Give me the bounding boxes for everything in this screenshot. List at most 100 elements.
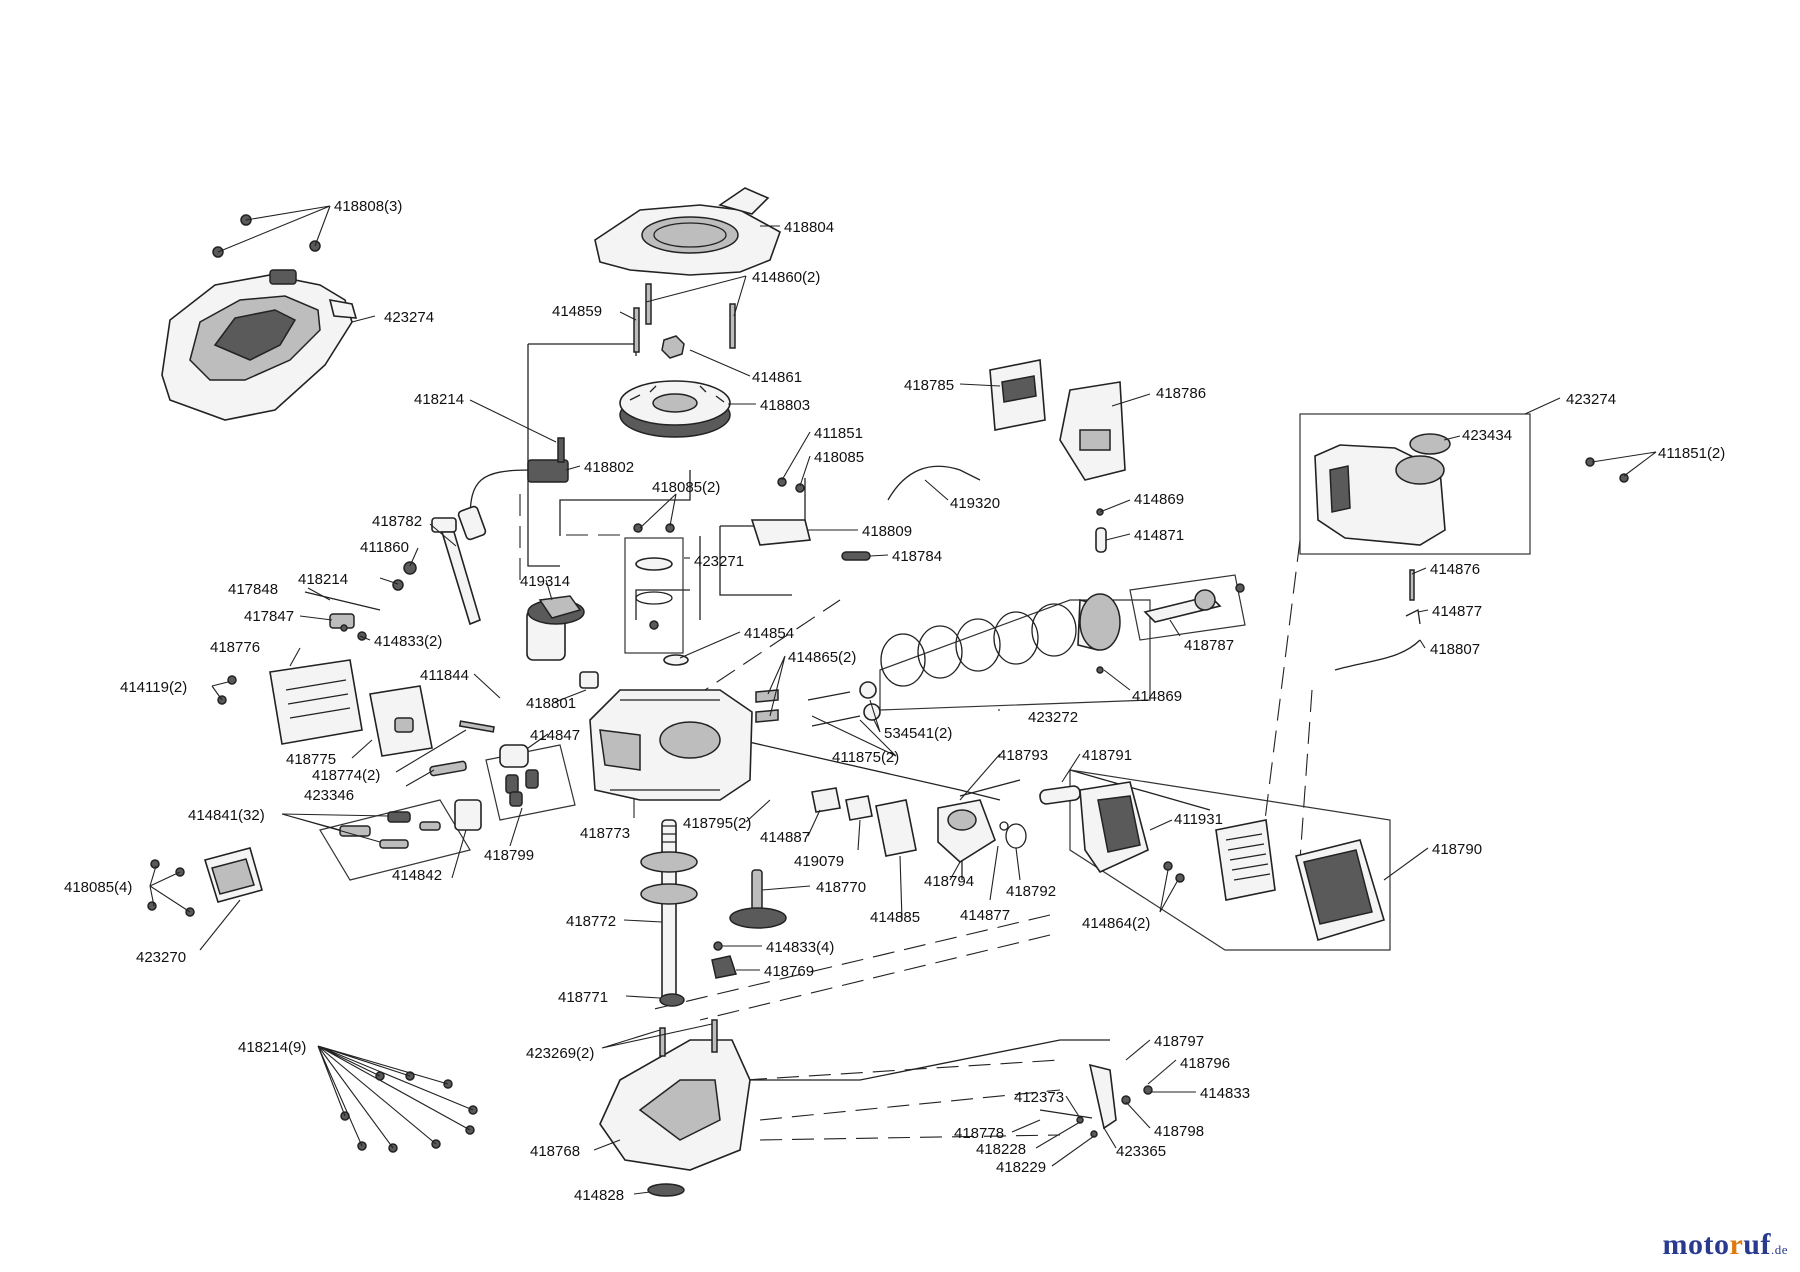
fuel-hose bbox=[1334, 639, 1421, 671]
part-label: 418801 bbox=[526, 695, 576, 712]
spark-plug bbox=[429, 760, 467, 777]
spacer-gasket bbox=[811, 787, 841, 813]
fuel-tank-bracket bbox=[1059, 381, 1126, 481]
part-label: 423274 bbox=[384, 309, 434, 326]
part-label: 412373 bbox=[1014, 1089, 1064, 1106]
hose-clip bbox=[1405, 609, 1421, 625]
part-label: 414871 bbox=[1134, 527, 1184, 544]
part-label: 414860(2) bbox=[752, 269, 820, 286]
part-label: 418797 bbox=[1154, 1033, 1204, 1050]
part-label: 414842 bbox=[392, 867, 442, 884]
sump-base bbox=[599, 1019, 751, 1171]
dipstick-tube bbox=[392, 517, 481, 626]
assembly-dashed-lines bbox=[519, 343, 1313, 1141]
part-label: 411860 bbox=[360, 539, 409, 556]
part-label: 418085(2) bbox=[652, 479, 720, 496]
part-label: 423274 bbox=[1566, 391, 1616, 408]
blower-housing bbox=[594, 187, 781, 276]
part-label: 418085(4) bbox=[64, 879, 132, 896]
part-label: 414841(32) bbox=[188, 807, 265, 824]
governor-arm-assembly bbox=[1039, 1063, 1153, 1138]
part-label: 419314 bbox=[520, 573, 570, 590]
part-label: 418784 bbox=[892, 548, 942, 565]
part-label: 418774(2) bbox=[312, 767, 380, 784]
part-label: 418785 bbox=[904, 377, 954, 394]
part-label: 411931 bbox=[1174, 811, 1223, 828]
part-label: 411851(2) bbox=[1658, 445, 1725, 462]
part-label: 414869 bbox=[1132, 688, 1182, 705]
fuel-cap bbox=[1409, 433, 1451, 455]
part-label: 418803 bbox=[760, 397, 810, 414]
part-label: 418085 bbox=[814, 449, 864, 466]
part-label: 423269(2) bbox=[526, 1045, 594, 1062]
valve-collar bbox=[863, 703, 881, 721]
part-label: 418214(9) bbox=[238, 1039, 306, 1056]
camshaft bbox=[729, 869, 787, 929]
valve-group-box bbox=[319, 799, 471, 881]
part-label: 414877 bbox=[960, 907, 1010, 924]
flywheel-nut bbox=[661, 335, 685, 359]
part-label: 419079 bbox=[794, 853, 844, 870]
valve-cover bbox=[203, 847, 263, 903]
connecting-rod bbox=[1143, 583, 1245, 623]
screw bbox=[713, 941, 723, 951]
insulator bbox=[845, 795, 873, 821]
throttle-link-parts bbox=[304, 591, 381, 641]
crankshaft bbox=[640, 819, 698, 1001]
part-label: 418802 bbox=[584, 459, 634, 476]
part-label: 418771 bbox=[558, 989, 608, 1006]
governor-spring bbox=[841, 551, 871, 561]
part-label: 423346 bbox=[304, 787, 354, 804]
rocker-bracket bbox=[454, 799, 482, 831]
part-label: 534541(2) bbox=[884, 725, 952, 742]
part-label: 414869 bbox=[1134, 491, 1184, 508]
screw bbox=[1619, 473, 1629, 483]
part-label: 418229 bbox=[996, 1159, 1046, 1176]
governor-bracket bbox=[750, 477, 812, 546]
part-label: 423271 bbox=[694, 553, 744, 570]
part-label: 414864(2) bbox=[1082, 915, 1150, 932]
part-label: 418807 bbox=[1430, 641, 1480, 658]
carburetor bbox=[937, 799, 996, 880]
part-label: 418786 bbox=[1156, 385, 1206, 402]
brand-logo: motoruf.de bbox=[1662, 1228, 1788, 1261]
air-filter-cover bbox=[1295, 839, 1385, 942]
part-label: 414833 bbox=[1200, 1085, 1250, 1102]
piston bbox=[1077, 593, 1121, 651]
part-label: 418768 bbox=[530, 1143, 580, 1160]
fuel-pin bbox=[1409, 569, 1415, 601]
oil-seal bbox=[647, 1183, 685, 1197]
part-label: 411875(2) bbox=[832, 749, 899, 766]
engine-cover bbox=[161, 269, 358, 421]
part-label: 414833(4) bbox=[766, 939, 834, 956]
governor-assembly bbox=[526, 595, 599, 689]
part-label: 418793 bbox=[998, 747, 1048, 764]
choke-rod bbox=[959, 779, 1021, 797]
part-label: 418809 bbox=[862, 523, 912, 540]
part-label: 423272 bbox=[1028, 709, 1078, 726]
part-label: 418773 bbox=[580, 825, 630, 842]
part-label: 414865(2) bbox=[788, 649, 856, 666]
throttle-cable bbox=[887, 465, 981, 501]
pushrods bbox=[807, 691, 861, 727]
part-label: 418787 bbox=[1184, 637, 1234, 654]
pin bbox=[1095, 527, 1107, 553]
part-label: 418795(2) bbox=[683, 815, 751, 832]
part-label: 418775 bbox=[286, 751, 336, 768]
head-gasket-parts bbox=[633, 523, 675, 630]
exhaust-stud bbox=[458, 720, 495, 733]
part-label: 414885 bbox=[870, 909, 920, 926]
part-label: 414876 bbox=[1430, 561, 1480, 578]
o-ring bbox=[1005, 823, 1027, 849]
crank-gear bbox=[659, 993, 685, 1007]
part-label: 414887 bbox=[760, 829, 810, 846]
part-number-labels: 418808(3) 418804 423274 414860(2) 414859… bbox=[64, 198, 1725, 1204]
part-label: 418214 bbox=[298, 571, 348, 588]
muffler bbox=[269, 659, 363, 745]
part-label: 423434 bbox=[1462, 427, 1512, 444]
part-label: 418794 bbox=[924, 873, 974, 890]
part-label: 411851 bbox=[814, 425, 863, 442]
breather-tube bbox=[1039, 785, 1081, 805]
part-label: 418776 bbox=[210, 639, 260, 656]
